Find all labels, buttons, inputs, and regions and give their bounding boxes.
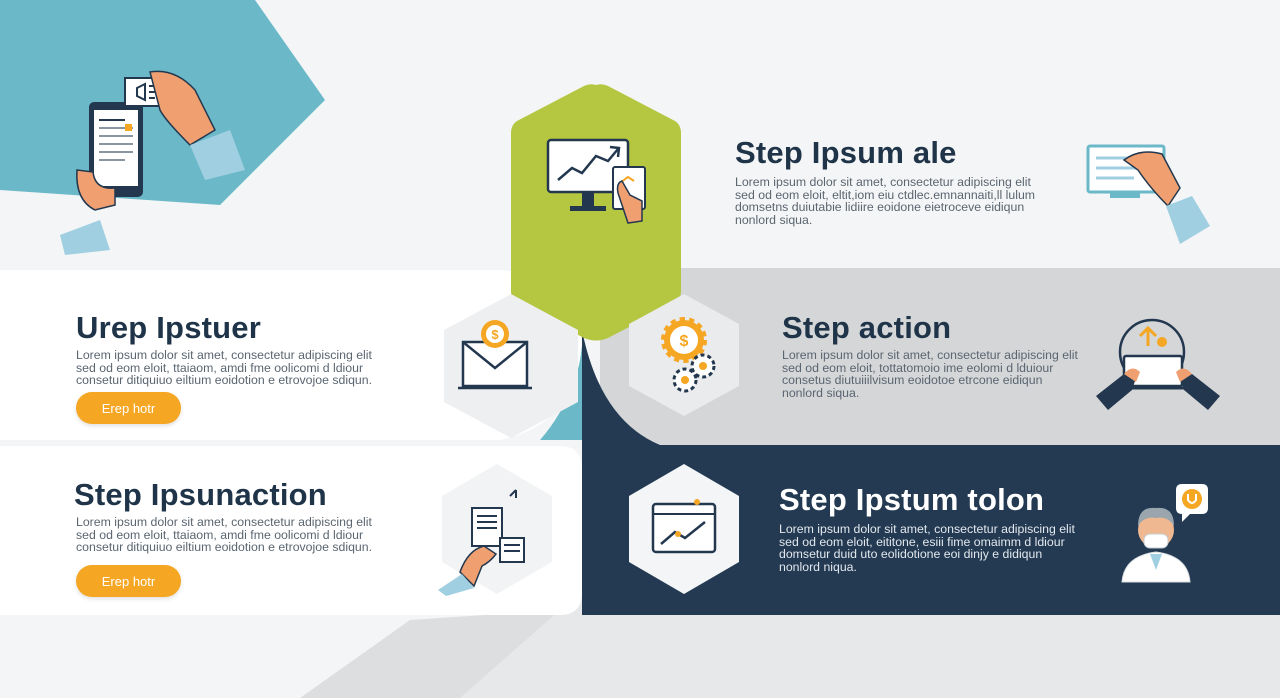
hexagon-step-1: $ — [444, 294, 578, 438]
navy-band — [582, 330, 1280, 615]
hexagon-step-5 — [629, 464, 739, 594]
hands-laptop-illustration — [1096, 318, 1220, 410]
monitor-hand-illustration — [1086, 144, 1210, 244]
step-5-body: Lorem ipsum dolor sit amet, consectetur … — [779, 522, 1075, 574]
svg-text:$: $ — [680, 333, 689, 350]
step-5-card: Step Ipstum tolon Lorem ipsum dolor sit … — [779, 482, 1099, 582]
step-3-body: Lorem ipsum dolor sit amet, consectetur … — [735, 175, 1036, 227]
step-2-title: Step Ipsunaction — [74, 477, 327, 512]
step-4-body: Lorem ipsum dolor sit amet, consectetur … — [782, 348, 1078, 400]
teal-sliver — [540, 345, 582, 440]
phone-hands-illustration — [60, 70, 245, 255]
step-1-body: Lorem ipsum dolor sit amet, consectetur … — [76, 348, 372, 388]
hexagon-step-4: $ — [629, 294, 739, 416]
step-5-title: Step Ipstum tolon — [779, 482, 1045, 517]
hexagon-step-2 — [438, 464, 552, 596]
step-3-title: Step Ipsum ale — [735, 135, 957, 170]
document-hand-icon — [438, 489, 525, 596]
step-3-card: Step Ipsum ale Lorem ipsum dolor sit ame… — [735, 135, 1075, 235]
step-2-button[interactable]: Erep hotr — [76, 565, 181, 597]
step-1-button[interactable]: Erep hotr — [76, 392, 181, 424]
step-2-body: Lorem ipsum dolor sit amet, consectetur … — [76, 515, 372, 555]
dollar-gear-icon: $ — [661, 317, 716, 393]
doctor-illustration — [1121, 484, 1208, 583]
step-2-card: Step Ipsunaction Lorem ipsum dolor sit a… — [0, 446, 420, 615]
monitor-chart-hand-icon — [546, 138, 646, 224]
center-hexagon — [511, 84, 681, 341]
monitor-trend-icon — [651, 499, 717, 554]
step-4-title: Step action — [782, 310, 952, 345]
bottom-shade-shape — [300, 610, 560, 698]
step-1-title: Urep Ipstuer — [76, 310, 261, 345]
step-1-card: Urep Ipstuer Lorem ipsum dolor sit amet,… — [0, 270, 420, 440]
envelope-dollar-icon: $ — [458, 320, 532, 390]
step-4-card: Step action Lorem ipsum dolor sit amet, … — [782, 310, 1102, 410]
svg-text:$: $ — [491, 327, 499, 342]
